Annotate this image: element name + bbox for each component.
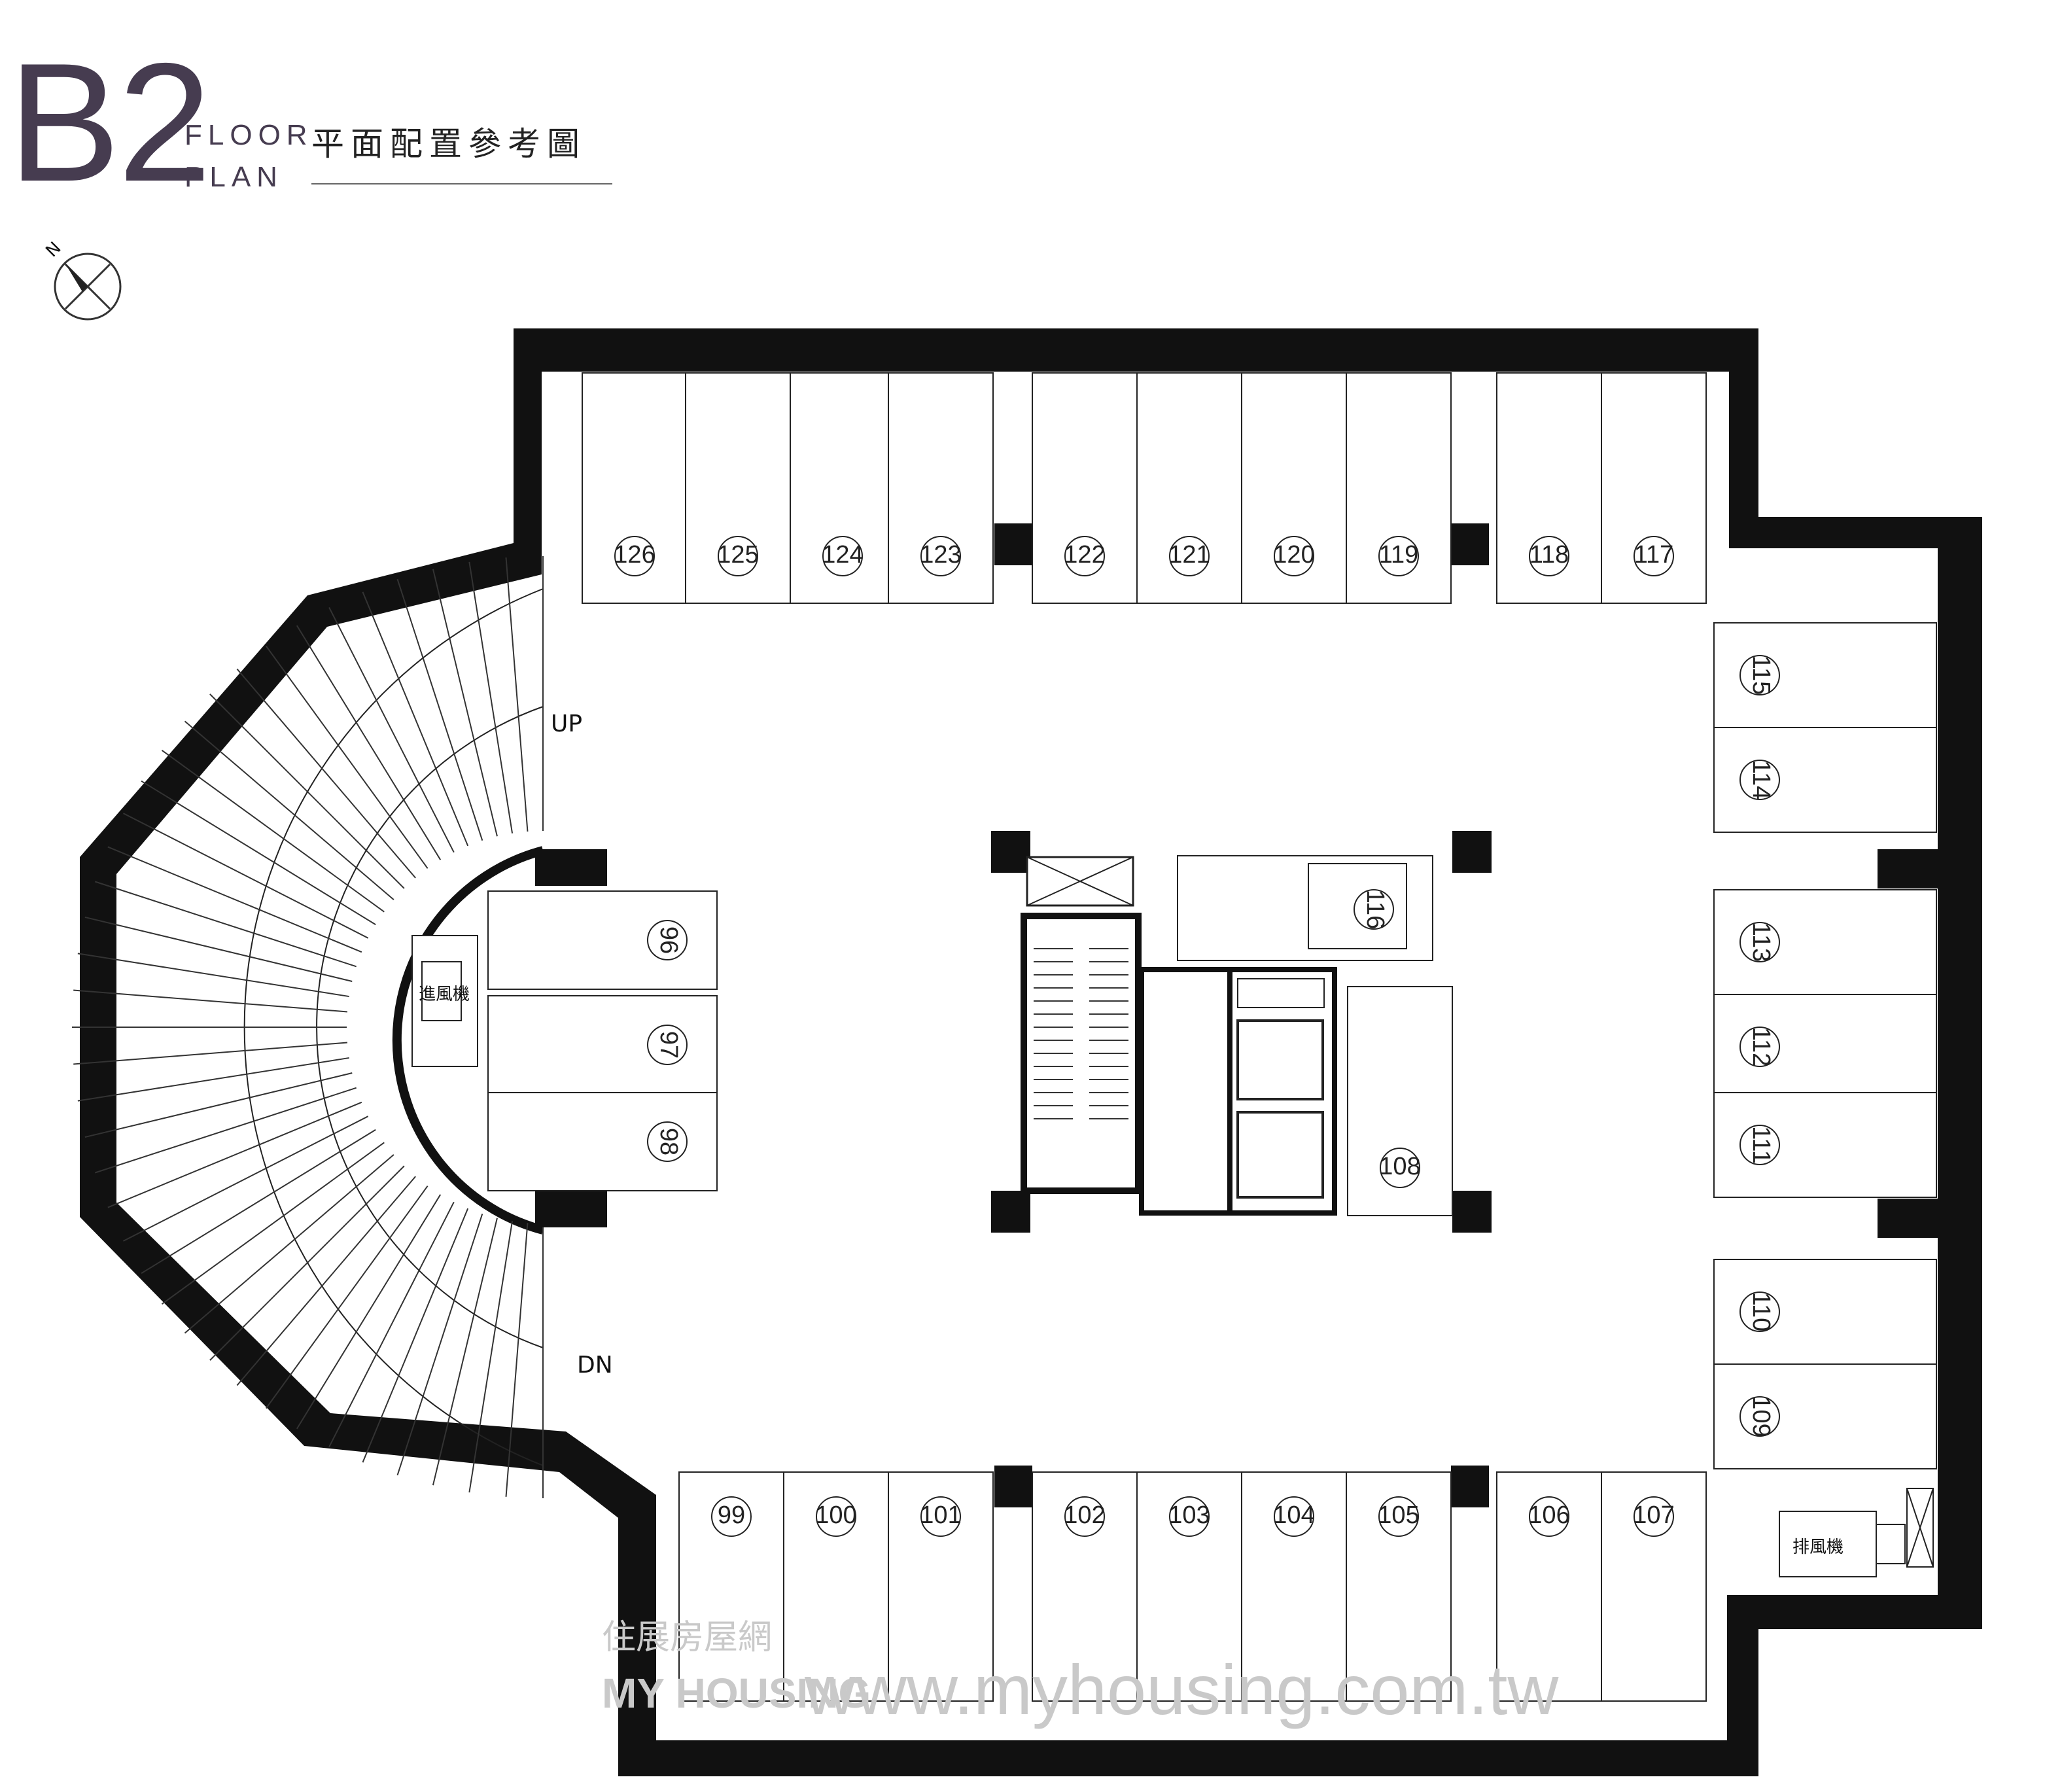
parking-space-number: 107 <box>1633 1502 1674 1529</box>
parking-space-number: 123 <box>920 541 961 569</box>
parking-space-number: 100 <box>815 1502 856 1529</box>
parking-space-number: 96 <box>655 926 682 954</box>
parking-space-number: 108 <box>1379 1153 1420 1180</box>
parking-space-number: 112 <box>1747 1027 1775 1067</box>
parking-space-number: 97 <box>655 1031 682 1059</box>
parking-space: 97 <box>487 995 718 1095</box>
parking-space: 96 <box>487 890 718 990</box>
parking-space-number: 110 <box>1747 1292 1775 1332</box>
parking-space: 101 <box>888 1471 994 1702</box>
parking-space: 115 <box>1713 622 1937 728</box>
parking-space: 126 <box>582 372 688 604</box>
parking-space: 98 <box>487 1092 718 1191</box>
parking-space: 106 <box>1496 1471 1602 1702</box>
parking-space-number: 124 <box>822 541 863 569</box>
parking-space-number: 120 <box>1273 541 1314 569</box>
parking-space-number: 99 <box>718 1502 745 1529</box>
watermark-url: www.myhousing.com.tw <box>804 1650 1559 1729</box>
parking-space: 117 <box>1601 372 1707 604</box>
watermark-brand-cn: 住展房屋網 <box>602 1618 772 1657</box>
parking-space: 114 <box>1713 727 1937 833</box>
parking-space: 107 <box>1601 1471 1707 1702</box>
compass-icon: N <box>42 238 122 321</box>
ramp-up-label: UP <box>551 711 582 737</box>
service-core <box>1021 855 1433 1216</box>
exhaust-fan-label: 排風機 <box>1792 1537 1844 1557</box>
parking-space: 110 <box>1713 1259 1937 1365</box>
parking-space: 105 <box>1346 1471 1452 1702</box>
parking-space-number: 126 <box>614 541 655 569</box>
parking-space: 120 <box>1241 372 1347 604</box>
parking-space: 122 <box>1032 372 1138 604</box>
ramp-down-label: DN <box>577 1352 613 1379</box>
parking-space: 111 <box>1713 1092 1937 1198</box>
parking-space: 104 <box>1241 1471 1347 1702</box>
parking-space: 109 <box>1713 1363 1937 1469</box>
parking-space-number: 117 <box>1634 541 1674 569</box>
parking-space-number: 119 <box>1379 541 1419 569</box>
watermark: 住展房屋網 MY HOUSING www.myhousing.com.tw <box>602 1618 1559 1729</box>
parking-space: 119 <box>1346 372 1452 604</box>
parking-space-number: 105 <box>1378 1502 1419 1529</box>
watermark-brand-en: MY HOUSING <box>602 1670 871 1717</box>
parking-space-number: 104 <box>1273 1502 1314 1529</box>
parking-space: 124 <box>790 372 896 604</box>
parking-space: 113 <box>1713 889 1937 995</box>
parking-spaces: 126 125 124 123 122 121 120 119 118 117 99 100 101 10… <box>487 372 1937 1702</box>
parking-space-number: 102 <box>1064 1502 1105 1529</box>
parking-space-number: 111 <box>1747 1126 1775 1164</box>
parking-space: 108 <box>1347 986 1453 1216</box>
parking-space-number: 101 <box>920 1502 961 1529</box>
north-label: N <box>42 238 65 261</box>
intake-fan-room: 進風機 <box>411 935 478 1067</box>
parking-space: 112 <box>1713 994 1937 1100</box>
parking-space: 121 <box>1136 372 1242 604</box>
parking-space: 123 <box>888 372 994 604</box>
parking-space: 125 <box>685 372 791 604</box>
parking-space: 102 <box>1032 1471 1138 1702</box>
parking-space-number: 114 <box>1747 760 1775 800</box>
parking-space-number: 122 <box>1064 541 1105 569</box>
intake-fan-label: 進風機 <box>419 985 470 1004</box>
parking-space-number: 109 <box>1747 1396 1775 1437</box>
page-title: 平面配置參考圖 <box>311 125 586 163</box>
exhaust-fan-room: 排風機 <box>1779 1488 1934 1577</box>
parking-space: 116 <box>1308 863 1407 949</box>
parking-space-number: 121 <box>1168 541 1210 569</box>
parking-space-number: 125 <box>717 541 758 569</box>
parking-space-number: 113 <box>1747 922 1775 962</box>
parking-space: 118 <box>1496 372 1602 604</box>
parking-space-number: 118 <box>1529 541 1569 569</box>
floor-word: FLOOR <box>184 119 313 151</box>
plan-word: PLAN <box>184 161 283 193</box>
parking-space-number: 103 <box>1168 1502 1210 1529</box>
structural-columns <box>535 523 1938 1507</box>
spiral-ramp: UP DN <box>72 556 613 1498</box>
title-underline <box>311 183 612 184</box>
parking-space-number: 106 <box>1528 1502 1569 1529</box>
parking-space-number: 115 <box>1747 656 1775 695</box>
parking-space: 99 <box>678 1471 784 1702</box>
parking-space-number: 116 <box>1361 890 1389 930</box>
parking-space: 100 <box>783 1471 889 1702</box>
parking-space-number: 98 <box>655 1128 682 1155</box>
floor-level-label: B2 <box>8 27 212 217</box>
